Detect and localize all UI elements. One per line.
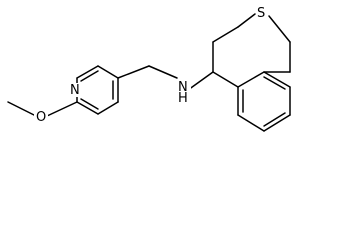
bond-ring-n1-c2 [76,65,99,79]
bond-c6-oxygen [46,101,78,117]
molecule-drawing: N O N H S [7,6,291,132]
bond-ring-inner-a [80,70,99,82]
linker [117,65,214,91]
bond-ring-c4-c5 [97,101,119,115]
sulfur-bg [256,6,268,20]
bond-sulfur-c8a [268,15,291,43]
bond-c3-c2 [212,26,239,43]
thiopyran-ring [212,13,291,88]
bond-oxygen-methyl [7,101,37,117]
pyridine-nitrogen-label: N [70,83,80,98]
amine-hydrogen-label: H [178,91,188,106]
bond-c8a-c4a-ring [237,71,265,88]
bond-c5-c6 [237,114,265,132]
bond-ring-inner-c [80,98,99,110]
methoxy-group [7,101,78,117]
bond-methylene-amine [148,65,178,79]
pyridine-nitrogen-bg [67,83,79,97]
bond-benzene-inner-c [263,76,286,90]
methoxy-oxygen-bg [34,110,48,124]
structure-diagram: N O N H S [7,6,291,132]
amine-nitrogen-label: N [178,80,188,95]
methoxy-oxygen-label: O [36,110,46,125]
benzene-ring [237,41,291,132]
pyridine-ring [76,65,119,115]
atom-labels: N O N H S [34,6,268,125]
bond-amine-c4 [187,71,214,91]
amine-nitrogen-bg [175,79,191,103]
bond-ring-c5-c6 [76,101,99,115]
bond-benzene-inner-b [263,112,286,127]
bond-ring-c2-c3 [97,65,119,79]
bond-c3-methylene [117,65,150,79]
bond-c8-c8a [263,71,291,88]
bond-c2-sulfur [237,13,256,28]
sulfur-label: S [257,6,265,21]
bond-c4-c4a [212,71,239,88]
bond-c6-c7 [263,114,291,132]
